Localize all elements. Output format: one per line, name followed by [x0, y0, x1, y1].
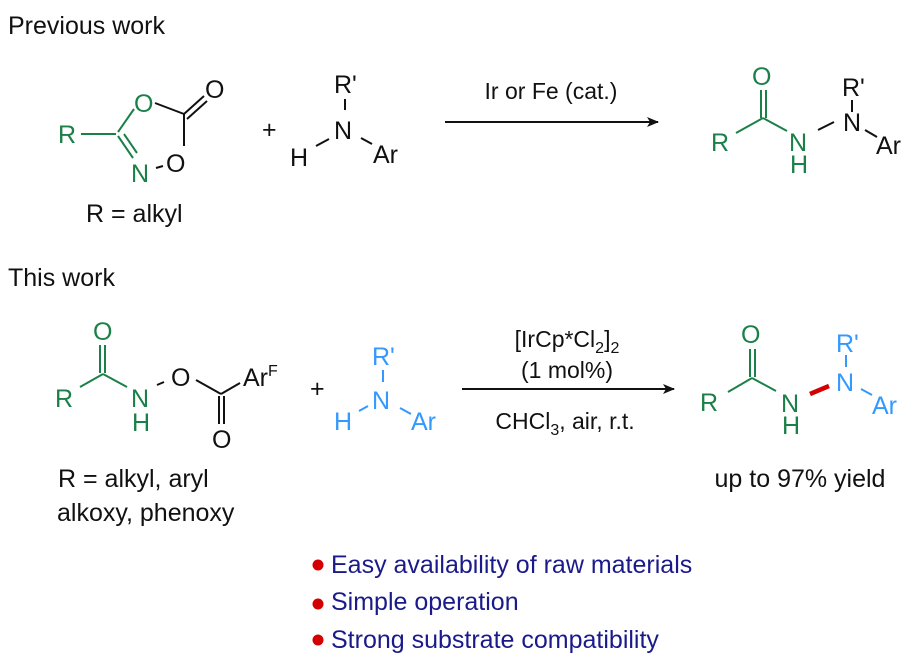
catalyst-bracket: ] — [604, 326, 610, 352]
hydrazide-product: O R N H N R' Ar up to 97% yield — [700, 321, 897, 493]
bullet-icon — [312, 634, 324, 646]
arrow-label: Ir or Fe (cat.) — [485, 78, 618, 104]
hydroxamate-reactant: O R N H O O ArF R = alkyl, aryl alkoxy, … — [55, 318, 278, 527]
atom-r-prime: R' — [334, 71, 357, 99]
catalyst-loading: (1 mol%) — [521, 357, 613, 383]
bond-r-c — [727, 377, 753, 393]
atom-o-top: O — [93, 318, 112, 346]
atom-n: N — [131, 385, 149, 413]
bond-n-ar — [860, 388, 873, 396]
atom-h: H — [790, 151, 808, 179]
reactant-caption-line2: alkoxy, phenoxy — [57, 499, 235, 527]
new-n-n-bond — [809, 383, 830, 397]
bullet-icon — [312, 598, 324, 610]
atom-r: R — [58, 121, 76, 149]
atom-o-ring: O — [134, 90, 153, 118]
previous-work-heading: Previous work — [8, 12, 165, 40]
atom-o-ring2: O — [166, 150, 185, 178]
advantages-list: Easy availability of raw materials Simpl… — [312, 551, 692, 654]
atom-h: H — [334, 408, 352, 436]
bond-n-n — [817, 121, 835, 131]
plus-sign: + — [310, 375, 325, 403]
advantage-text: Strong substrate compatibility — [331, 626, 659, 654]
catalyst-subscript: 2 — [595, 340, 604, 357]
bond-r-c — [79, 373, 104, 388]
ar-superscript-f: F — [268, 363, 278, 380]
plus-sign: + — [262, 116, 277, 144]
atom-n: N — [131, 160, 149, 188]
solvent-conditions: CHCl3, air, r.t. — [495, 408, 634, 439]
atom-ar-f: ArF — [243, 363, 278, 392]
hydrazide-product: O R N H N R' Ar — [711, 63, 901, 179]
atom-o-exo: O — [205, 76, 224, 104]
bullet-icon — [312, 559, 324, 571]
bond-o-c — [195, 379, 222, 395]
solvent-subscript: 3 — [550, 422, 559, 439]
advantage-text: Simple operation — [331, 588, 519, 616]
bond-c-n — [102, 373, 128, 388]
dioxazolone-reactant: R O O O N R = alkyl — [58, 76, 224, 228]
solvent-main: CHCl — [495, 408, 550, 434]
atom-r: R — [55, 385, 73, 413]
atom-o: O — [741, 321, 760, 349]
bond-c-o — [117, 108, 135, 133]
advantage-item: Strong substrate compatibility — [312, 626, 659, 654]
ar-base: Ar — [243, 364, 268, 392]
bond-n-ar — [864, 129, 878, 138]
advantage-text: Easy availability of raw materials — [331, 551, 692, 579]
atom-o-mid: O — [171, 364, 190, 392]
atom-o-bottom: O — [212, 426, 231, 454]
atom-h: H — [290, 144, 308, 172]
yield-label: up to 97% yield — [715, 465, 886, 493]
bond-c-ar — [220, 382, 241, 395]
atom-ar: Ar — [373, 141, 398, 169]
atom-r-prime: R' — [836, 330, 859, 358]
atom-r-prime: R' — [372, 343, 395, 371]
atom-n: N — [334, 117, 352, 145]
atom-o: O — [752, 63, 771, 91]
atom-h: H — [132, 409, 150, 437]
this-work-heading: This work — [8, 264, 115, 292]
bond-c-n — [762, 117, 788, 132]
reactant-caption-line1: R = alkyl, aryl — [58, 465, 209, 493]
atom-ar: Ar — [876, 132, 901, 160]
advantage-item: Simple operation — [312, 588, 519, 616]
bond-r-c — [735, 117, 764, 134]
atom-r: R — [711, 129, 729, 157]
bond-c-n-double2 — [123, 133, 138, 154]
solvent-rest: , air, r.t. — [559, 408, 634, 434]
atom-n: N — [781, 390, 799, 418]
atom-n: N — [372, 387, 390, 415]
advantage-item: Easy availability of raw materials — [312, 551, 692, 579]
bond-n-ar — [399, 407, 412, 415]
amine-reactant: R' N H Ar — [334, 343, 436, 436]
atom-h: H — [782, 412, 800, 440]
bond-n-o — [156, 381, 165, 386]
atom-n2: N — [836, 369, 854, 397]
bond-c-oexo2 — [186, 100, 208, 120]
atom-ar: Ar — [411, 408, 436, 436]
amine-reactant: R' N H Ar — [290, 71, 398, 172]
bond-n-h — [315, 138, 330, 147]
reactant-caption: R = alkyl — [86, 200, 183, 228]
atom-n: N — [789, 129, 807, 157]
bond-c-n-double1 — [117, 135, 134, 159]
bond-o-c — [154, 102, 185, 115]
atom-ar: Ar — [872, 392, 897, 420]
bond-n-h — [358, 405, 369, 412]
catalyst-main: [IrCp*Cl — [515, 326, 596, 352]
atom-n2: N — [843, 109, 861, 137]
catalyst-label: [IrCp*Cl2]2 — [515, 326, 620, 357]
atom-r: R — [700, 389, 718, 417]
atom-r-prime: R' — [842, 74, 865, 102]
catalyst-dimer-subscript: 2 — [610, 340, 619, 357]
bond-n-o — [155, 165, 164, 169]
bond-c-n — [751, 377, 777, 392]
bond-c-oexo1 — [183, 95, 205, 115]
bond-n-ar — [360, 137, 373, 145]
